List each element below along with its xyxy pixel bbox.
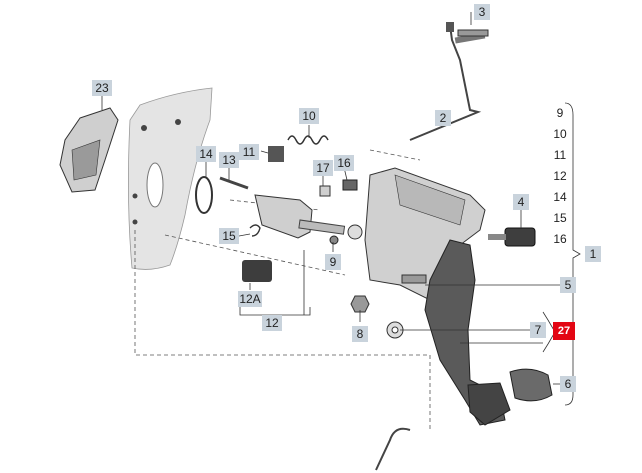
callout-6: 6 <box>560 376 576 392</box>
callout-23: 23 <box>92 80 112 96</box>
panel-opening <box>146 162 164 208</box>
svg-text:8: 8 <box>357 327 364 341</box>
svg-text:12A: 12A <box>239 292 260 306</box>
retaining-clip-part <box>249 224 261 237</box>
callout-7: 7 <box>530 322 546 338</box>
svg-text:17: 17 <box>316 161 330 175</box>
svg-text:16: 16 <box>337 156 351 170</box>
callout-5: 5 <box>560 277 576 293</box>
sensor-wire-part <box>409 24 482 141</box>
svg-text:1: 1 <box>590 247 597 261</box>
callout-15: 15 <box>219 228 239 244</box>
callout-12: 12 <box>262 315 282 331</box>
master-cylinder-part <box>254 194 313 239</box>
callout-4: 4 <box>513 194 529 210</box>
svg-text:4: 4 <box>518 195 525 209</box>
callout-16: 16 <box>334 155 354 171</box>
callout-27-highlight[interactable]: 27 <box>553 322 575 340</box>
clip-part <box>268 146 284 162</box>
group-list: 9 10 11 12 14 15 16 <box>553 106 567 246</box>
pedal-arm-part <box>424 239 506 426</box>
svg-text:27: 27 <box>558 325 570 337</box>
svg-text:14: 14 <box>199 147 213 161</box>
callout-2: 2 <box>435 110 451 126</box>
svg-text:13: 13 <box>222 153 236 167</box>
group-list-item: 9 <box>557 106 564 120</box>
svg-text:2: 2 <box>440 111 447 125</box>
group-list-item: 10 <box>553 127 567 141</box>
callout-17: 17 <box>313 160 333 176</box>
callout-8: 8 <box>352 326 368 342</box>
pedal-pad-part <box>467 382 511 426</box>
callout-10: 10 <box>299 108 319 124</box>
svg-text:10: 10 <box>302 109 316 123</box>
callout-1: 1 <box>585 246 601 262</box>
svg-text:12: 12 <box>265 316 279 330</box>
svg-text:5: 5 <box>565 278 572 292</box>
bulkhead-panel <box>128 87 213 270</box>
group-list-item: 11 <box>554 148 567 162</box>
callout-3: 3 <box>474 4 490 20</box>
svg-text:11: 11 <box>243 145 256 159</box>
spring-part <box>287 135 329 145</box>
pedal-cover-part <box>509 368 553 402</box>
o-ring-part <box>195 176 213 214</box>
svg-text:15: 15 <box>222 229 236 243</box>
group-list-item: 16 <box>553 232 567 246</box>
callout-13: 13 <box>219 152 239 168</box>
svg-text:23: 23 <box>95 81 109 95</box>
svg-text:7: 7 <box>535 323 542 337</box>
sensor-12a-part <box>242 260 272 282</box>
svg-text:9: 9 <box>330 255 337 269</box>
group-list-item: 15 <box>553 211 567 225</box>
group-list-item: 12 <box>553 169 567 183</box>
svg-text:3: 3 <box>479 5 486 19</box>
callout-9: 9 <box>325 254 341 270</box>
pin-part <box>219 176 249 190</box>
group-list-item: 14 <box>553 190 567 204</box>
callout-11: 11 <box>239 144 259 160</box>
switch-part <box>504 227 536 247</box>
svg-text:6: 6 <box>565 377 572 391</box>
callout-12a: 12A <box>238 291 262 307</box>
callout-14: 14 <box>196 146 216 162</box>
